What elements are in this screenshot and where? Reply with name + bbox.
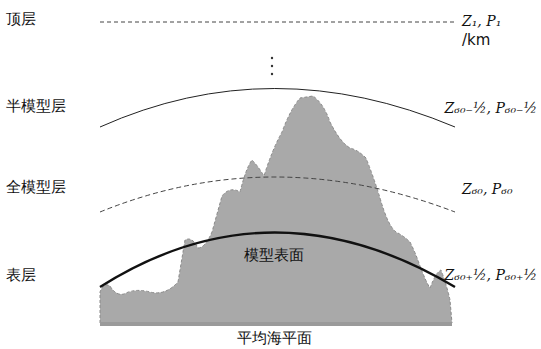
layer-name: 全模型层 bbox=[6, 178, 66, 196]
layer-name: 顶层 bbox=[6, 10, 36, 28]
level-symbol: Z₁, P₁ bbox=[462, 12, 501, 30]
sea-level-label: 平均海平面 bbox=[237, 329, 312, 347]
unit-label: /km bbox=[462, 31, 490, 49]
layer-name: 表层 bbox=[6, 266, 36, 284]
level-symbol: Z₆₀₊½, P₆₀₊½ bbox=[445, 266, 537, 284]
level-symbol: Z₆₀₋½, P₆₀₋½ bbox=[445, 99, 537, 117]
surface-label: 模型表面 bbox=[244, 246, 304, 264]
level-symbol: Z₆₀, P₆₀ bbox=[462, 180, 513, 198]
layer-name: 半模型层 bbox=[6, 97, 66, 115]
